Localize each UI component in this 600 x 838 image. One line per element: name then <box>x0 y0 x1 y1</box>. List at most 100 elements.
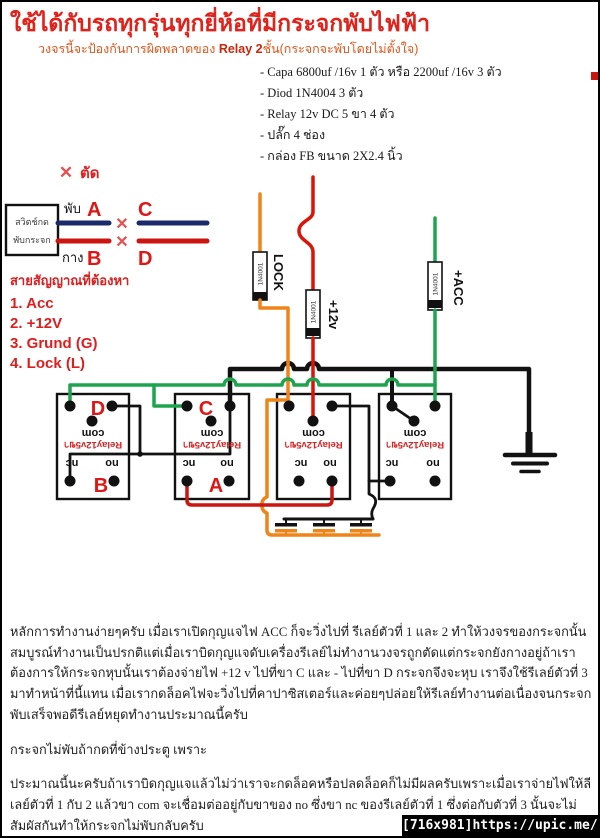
switch-box-line2: พับกระจก <box>13 235 51 245</box>
relay-3: com Relay12v5ขา nc no <box>283 400 343 487</box>
spread-label: กาง <box>62 250 84 265</box>
diode-12v-part: 1N4001 <box>311 300 318 323</box>
terminal-dot <box>293 475 305 487</box>
cap3-top-plate <box>350 523 372 527</box>
parts-item: - Capa 6800uf /16v 1 ตัว หรือ 2200uf /16… <box>260 65 502 79</box>
terminal-dot <box>108 475 120 487</box>
relay-type-label: Relay12v5ขา <box>386 439 444 450</box>
wire-to-cap-bus <box>367 479 378 521</box>
parts-list: - Capa 6800uf /16v 1 ตัว หรือ 2200uf /16… <box>260 62 502 167</box>
feed-12v: 1N4001 +12v <box>297 175 341 420</box>
cap1-top-plate <box>275 523 297 527</box>
terminal-dot <box>224 400 236 412</box>
point-c-label: C <box>138 199 152 221</box>
ground-bus-wire <box>227 360 532 455</box>
red-corner-marker <box>591 72 598 80</box>
diode-acc-band <box>428 300 442 308</box>
feed-lock: 1N4001 LOCK <box>252 192 381 537</box>
fold-label: พับ <box>64 201 81 216</box>
paragraph-lock-note: ประมาณนี้นะครับถ้าเราบิดกุญแจแล้วไม่ว่าเ… <box>10 777 592 833</box>
terminal-dot <box>181 400 193 412</box>
cap3-bottom-plate <box>350 529 372 533</box>
cap-bottom-stems <box>285 531 362 536</box>
terminal-dot <box>307 415 319 427</box>
paragraph-principle: หลักการทำงานง่ายๆครับ เมื่อเราเปิดกุญแจไ… <box>10 625 592 722</box>
diode-lock-band <box>253 292 267 300</box>
cap2-bottom-plate <box>313 529 335 533</box>
relay-type-label: Relay12v5ขา <box>183 439 241 450</box>
wire-acc-branch-relay2 <box>152 383 187 408</box>
pin-no-label: no <box>105 457 119 469</box>
pin-com-label: com <box>302 427 325 439</box>
subtitle-pre: วงจรนี้จะป้องกันการผิดพลาดของ <box>38 42 219 56</box>
relay2-letter-c: C <box>199 398 213 420</box>
page-title: ใช้ได้กับรถทุกรุ่นทุกยี่ห้อที่มีกระจกพับ… <box>10 10 431 36</box>
pin-com-label: com <box>403 427 426 439</box>
relay-2: com Relay12v5ขา nc no C A <box>181 398 241 497</box>
relay2-letter-a: A <box>209 475 223 497</box>
wiring-diagram: 1N4001 LOCK 1N4001 +12v 1N4001 +ACC <box>4 163 558 537</box>
relay-4: com Relay12v5ขา nc no <box>384 400 444 487</box>
pin-no-label: no <box>323 457 337 469</box>
terminal-dot <box>64 400 76 412</box>
parts-item: - ปลั๊ก 4 ช่อง <box>260 128 326 142</box>
signal-item: 3. Grund (G) <box>10 335 98 352</box>
cap2-top-plate <box>313 523 335 527</box>
mirror-switch-box <box>4 203 60 257</box>
subtitle-post: ชั้น(กระจกจะพับโดยไม่ตั้งใจ) <box>262 42 419 56</box>
parts-item: - Diod 1N4004 3 ตัว <box>260 86 364 100</box>
signal-list: สายสัญญาณที่ต้องหา 1. Acc 2. +12V 3. Gru… <box>10 270 129 374</box>
terminal-dot <box>106 400 118 412</box>
switch-assembly: ✕ ตัด สวิตช์กด พับกระจก ✕ ✕ พับ กาง A C … <box>4 163 210 270</box>
terminal-dot <box>181 475 193 487</box>
relay-1: com Relay12v5ขา nc no D B <box>64 398 122 497</box>
terminal-dot <box>384 475 396 487</box>
junction-dot <box>137 451 143 457</box>
parts-item: - กล่อง FB ขนาด 2X2.4 นิ้ว <box>260 149 403 163</box>
terminal-dot <box>64 475 76 487</box>
paragraph-door-note: กระจกไม่พับถ้ากดที่ข้างประตู เพราะ <box>10 742 207 757</box>
terminal-dot <box>86 415 98 427</box>
cap-top-stems <box>285 518 362 524</box>
terminal-dot <box>429 475 441 487</box>
relay-type-label: Relay12v5ขา <box>64 439 122 450</box>
pin-no-label: no <box>426 457 440 469</box>
wire-lock-capbus <box>260 398 381 537</box>
cut-legend-label: ตัด <box>80 165 99 182</box>
cap1-bottom-plate <box>275 529 297 533</box>
wire-12v-top <box>297 175 315 292</box>
explanation-text: หลักการทำงานง่ายๆครับ เมื่อเราเปิดกุญแจไ… <box>10 622 596 836</box>
terminal-dot <box>223 475 235 487</box>
pin-nc-label: nc <box>183 457 196 469</box>
relay1-letter-d: D <box>91 398 105 420</box>
ground-bus <box>227 360 558 474</box>
signal-item: 2. +12V <box>10 315 63 332</box>
signal-item: 1. Acc <box>10 295 54 312</box>
wire-relay3-tr <box>330 404 371 483</box>
acc-label: +ACC <box>451 270 466 306</box>
terminal-dot <box>205 415 217 427</box>
pin-nc-label: nc <box>66 457 79 469</box>
point-d-label: D <box>138 248 152 270</box>
relay-type-label: Relay12v5ขา <box>284 439 342 450</box>
ground-stub <box>525 432 533 453</box>
terminal-dot <box>283 400 295 412</box>
terminal-dot <box>429 400 441 412</box>
diode-12v-band <box>306 328 320 336</box>
feed-acc: 1N4001 +ACC <box>68 216 466 408</box>
pin-com-label: com <box>200 427 223 439</box>
point-a-label: A <box>87 199 101 221</box>
wire-relay2nc-relay3no <box>185 479 334 507</box>
signal-list-heading: สายสัญญาณที่ต้องหา <box>10 273 130 288</box>
diode-lock-part: 1N4001 <box>258 262 265 285</box>
pin-no-label: no <box>220 457 234 469</box>
wire-relay2-to-relay1nc <box>68 404 232 483</box>
terminal-dot <box>386 400 398 412</box>
pin-nc-label: nc <box>386 457 399 469</box>
wire-lock-mid <box>258 298 290 408</box>
terminal-dot <box>408 415 420 427</box>
point-b-label: B <box>87 248 101 270</box>
terminal-dot <box>326 400 338 412</box>
pin-nc-label: nc <box>295 457 308 469</box>
